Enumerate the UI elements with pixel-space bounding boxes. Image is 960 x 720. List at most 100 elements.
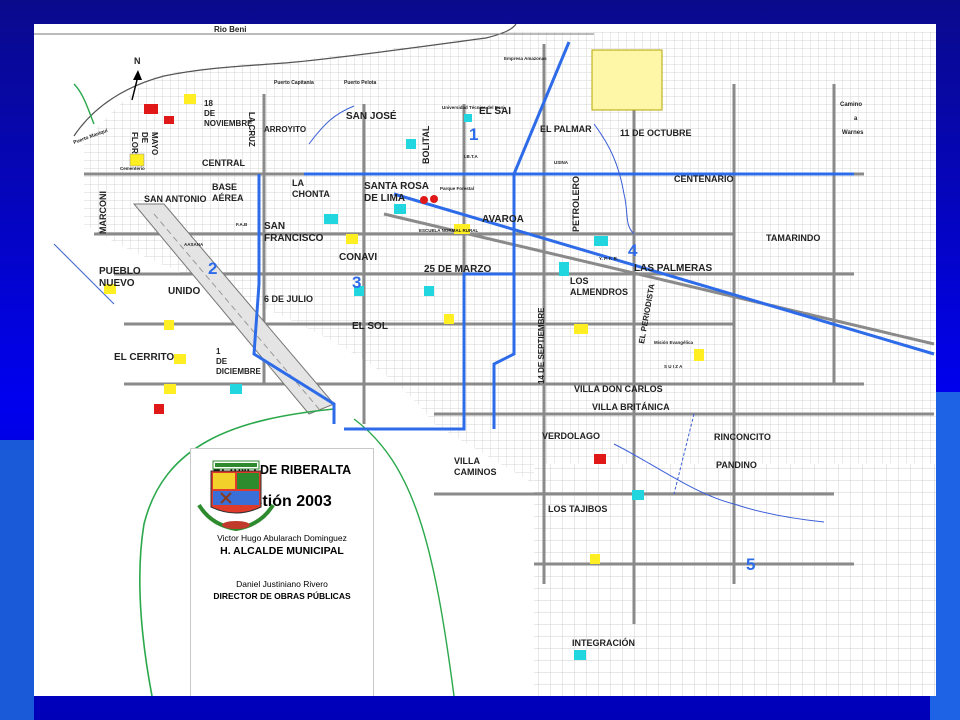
district-number: 4 <box>628 241 638 260</box>
neighborhood-label: BASE <box>212 182 237 192</box>
neighborhood-integracion[interactable]: INTEGRACIÓN <box>572 637 635 648</box>
minor-label-ypfb: Y. P. F. B. <box>599 256 618 261</box>
neighborhood-label: CHONTA <box>292 189 330 199</box>
neighborhood-label: DE LIMA <box>364 193 405 204</box>
neighborhood-septiembre[interactable]: 14 DE SEPTIEMBRE <box>537 307 546 384</box>
neighborhood-sanantonio[interactable]: SAN ANTONIO <box>144 194 207 204</box>
neighborhood-label: PUEBLO <box>99 266 141 277</box>
rio-beni <box>34 24 594 137</box>
neighborhood-label: DICIEMBRE <box>216 367 262 376</box>
neighborhood-verdolago[interactable]: VERDOLAGO <box>542 431 600 441</box>
neighborhood-conavi[interactable]: CONAVI <box>339 252 377 263</box>
neighborhood-pandino[interactable]: PANDINO <box>716 460 757 470</box>
neighborhood-petrolero[interactable]: PETROLERO <box>571 176 581 232</box>
minor-label-parque: Parque Forestal <box>440 186 474 191</box>
neighborhood-label: NOVIEMBRE <box>204 119 253 128</box>
neighborhood-julio[interactable]: 6 DE JULIO <box>264 294 313 304</box>
river-label: Rio Beni <box>214 25 246 34</box>
neighborhood-label: CONAVI <box>339 252 377 263</box>
minor-label-aasana: AASANA <box>184 242 204 247</box>
neighborhood-label: DE <box>216 357 228 366</box>
minor-label-usina: USINA <box>554 160 569 165</box>
neighborhood-label: FRANCISCO <box>264 233 324 244</box>
neighborhood-label: 1 <box>216 347 221 356</box>
neighborhood-label: EL PALMAR <box>540 124 592 134</box>
creeks <box>53 105 825 523</box>
neighborhood-elsol[interactable]: EL SOL <box>352 321 388 332</box>
neighborhood-rinconcito[interactable]: RINCONCITO <box>714 432 771 442</box>
minor-label-escuela: ESCUELA NORMAL RURAL <box>419 228 479 233</box>
neighborhood-label: CENTRAL <box>202 158 245 168</box>
neighborhood-label: SAN <box>264 221 285 232</box>
neighborhood-label: AVAROA <box>482 214 524 225</box>
neighborhood-label: MARCONI <box>98 191 108 234</box>
map-markers <box>104 94 704 660</box>
neighborhood-label: NUEVO <box>99 278 135 289</box>
north-label: N <box>134 56 141 66</box>
district-boundaries <box>252 41 935 431</box>
neighborhood-label: AÉREA <box>212 193 244 203</box>
port-label: Puerto Pelota <box>344 80 376 86</box>
neighborhood-marzo[interactable]: 25 DE MARZO <box>424 264 491 275</box>
neighborhood-unido[interactable]: UNIDO <box>168 286 200 297</box>
minor-label-cementerio: Cementerio <box>120 166 145 171</box>
municipal-crest-icon <box>197 460 275 532</box>
neighborhood-marconi[interactable]: MARCONI <box>98 191 108 234</box>
neighborhood-label: 11 DE OCTUBRE <box>620 128 692 138</box>
neighborhood-label: SANTA ROSA <box>364 181 429 192</box>
minor-label-fab: F.A.B <box>236 222 248 227</box>
neighborhood-label: TAMARINDO <box>766 233 820 243</box>
neighborhood-label: PANDINO <box>716 460 757 470</box>
neighborhood-cerrito[interactable]: EL CERRITO <box>114 352 174 363</box>
neighborhood-arroyito[interactable]: ARROYITO <box>264 125 306 134</box>
district-number: 2 <box>208 259 217 278</box>
neighborhood-elsai[interactable]: EL SAI <box>479 106 511 117</box>
minor-label-empresa: Empresa Amazonas <box>504 56 547 61</box>
neighborhood-central[interactable]: CENTRAL <box>202 158 245 168</box>
minor-label-ibta: I.B.T.A <box>464 154 479 159</box>
neighborhood-label: LA <box>292 178 304 188</box>
neighborhood-tajibos[interactable]: LOS TAJIBOS <box>548 504 607 514</box>
neighborhood-tamarindo[interactable]: TAMARINDO <box>766 233 820 243</box>
neighborhood-cruz[interactable]: LA CRUZ <box>247 112 256 147</box>
neighborhood-sanjose[interactable]: SAN JOSÉ <box>346 109 397 122</box>
neighborhood-bolital[interactable]: BOLITAL <box>421 125 431 164</box>
neighborhood-label: EL SAI <box>479 106 511 117</box>
neighborhood-label: RINCONCITO <box>714 432 771 442</box>
neighborhood-britanica[interactable]: VILLA BRITÁNICA <box>592 402 670 412</box>
minor-label-universidad: Universidad Técnica del Beni <box>442 105 505 110</box>
slide-decoration-left <box>0 440 34 720</box>
green-boundary-2 <box>353 418 455 696</box>
neighborhood-doncarlos[interactable]: VILLA DON CARLOS <box>574 384 663 394</box>
neighborhood-label: VERDOLAGO <box>542 431 600 441</box>
neighborhood-label: DE <box>140 132 149 144</box>
neighborhood-elpalmar[interactable]: EL PALMAR <box>540 124 592 134</box>
director-title: DIRECTOR DE OBRAS PÚBLICAS <box>213 591 351 601</box>
north-arrow-icon <box>131 70 142 101</box>
neighborhood-centenario[interactable]: CENTENARIO <box>674 174 734 184</box>
neighborhood-label: 6 DE JULIO <box>264 294 313 304</box>
green-boundary <box>139 408 335 696</box>
district-number: 1 <box>469 125 478 144</box>
neighborhood-avaroa[interactable]: AVAROA <box>482 214 524 225</box>
minor-label-suiza: S U I Z A <box>664 364 683 369</box>
port-label: Puerto Capitanía <box>274 80 314 86</box>
camino-label: a <box>854 116 858 122</box>
neighborhood-once[interactable]: 11 DE OCTUBRE <box>620 128 692 138</box>
neighborhood-label: SAN ANTONIO <box>144 194 207 204</box>
neighborhood-laspalmeras[interactable]: LAS PALMERAS <box>634 263 712 274</box>
minor-label-mision_suiza: Misión Evangélica <box>654 340 694 345</box>
neighborhood-label: VILLA BRITÁNICA <box>592 402 670 412</box>
